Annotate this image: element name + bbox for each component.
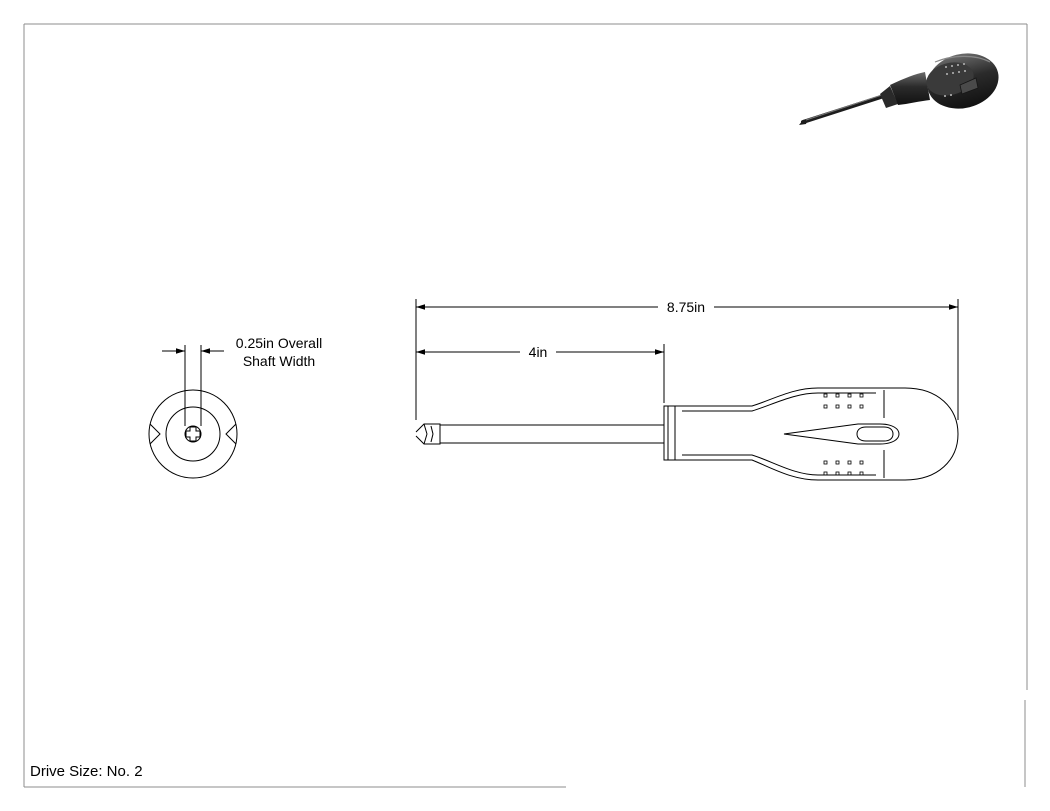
- phillips-tip: [415, 423, 441, 445]
- shaft-length-label: 4in: [529, 344, 548, 360]
- drive-size-note: Drive Size: No. 2: [30, 763, 143, 780]
- screwdriver-iso-render: [799, 53, 999, 125]
- overall-length-dimension: [415, 299, 959, 420]
- handle-outer-circle: [148, 389, 238, 479]
- shaft-width-dimension: [162, 345, 224, 426]
- ferrule: [663, 405, 676, 461]
- sheet-frame: [23, 23, 1028, 788]
- ferrule-circle: [165, 406, 221, 462]
- handle-grip-inner: [682, 392, 876, 476]
- handle-flat-cutout: [783, 423, 900, 445]
- handle-outline: [675, 387, 959, 481]
- shaft-width-label-line1: 0.25in Overall: [236, 335, 322, 351]
- shaft-circle: [184, 425, 202, 443]
- shaft-width-label-line2: Shaft Width: [243, 353, 315, 369]
- grip-dots-top: [823, 393, 864, 409]
- shaft: [440, 424, 664, 444]
- handle-flat-left: [149, 423, 161, 445]
- side-view: [415, 387, 959, 481]
- shaft-length-dimension: [416, 344, 665, 403]
- grip-dots-bottom: [823, 460, 864, 476]
- handle-hang-hole: [856, 426, 894, 442]
- phillips-tip-icon: [185, 426, 201, 442]
- end-view: [148, 389, 238, 479]
- overall-length-label: 8.75in: [667, 299, 705, 315]
- handle-flat-right: [225, 423, 237, 445]
